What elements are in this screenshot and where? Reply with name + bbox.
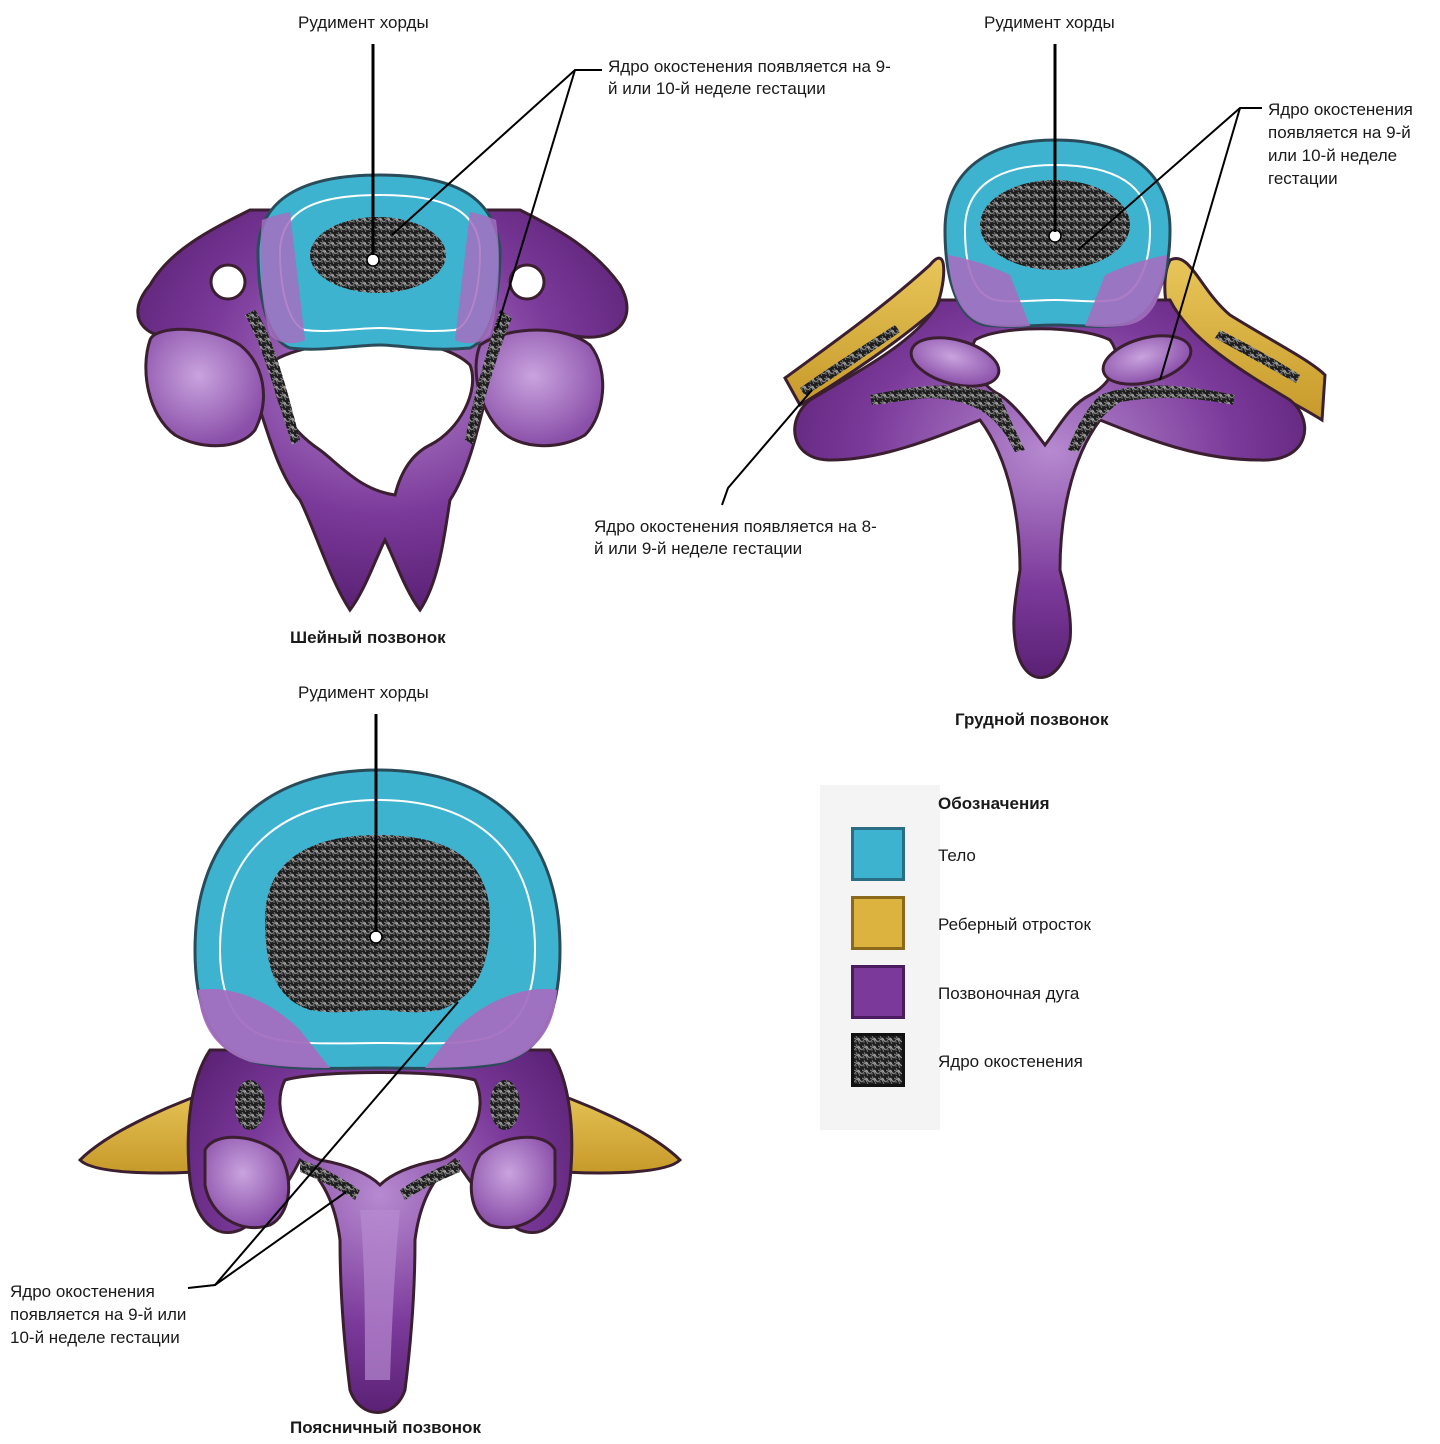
thoracic-notochord-label: Рудимент хорды <box>984 12 1115 34</box>
thoracic-vertebra <box>722 44 1325 678</box>
legend-swatch-ossification <box>851 1033 905 1087</box>
cervical-notochord-dot <box>367 254 379 266</box>
legend-swatch-costal <box>851 896 905 950</box>
cervical-notochord-label: Рудимент хорды <box>298 12 429 34</box>
legend-swatch-body <box>851 827 905 881</box>
lumbar-ossification-label: Ядро окостенения появляется на 9-й или 1… <box>10 1280 190 1349</box>
thoracic-costal-ossification-label: Ядро окостенения появляется на 8-й или 9… <box>594 516 884 560</box>
thoracic-ossification-label: Ядро окостенения появляется на 9-й или 1… <box>1268 98 1440 190</box>
cervical-body-ossification <box>310 217 446 293</box>
ossification-texture-icon <box>854 1036 902 1084</box>
cervical-vertebra <box>138 44 627 610</box>
lumbar-arch-ossification-left <box>235 1080 265 1130</box>
legend-label-arch: Позвоночная дуга <box>938 984 1079 1004</box>
lumbar-notochord-dot <box>370 931 382 943</box>
legend-label-body: Тело <box>938 846 976 866</box>
lumbar-arch-ossification-right <box>490 1080 520 1130</box>
legend-swatch-arch <box>851 965 905 1019</box>
cervical-caption: Шейный позвонок <box>290 628 446 648</box>
legend-label-ossification: Ядро окостенения <box>938 1052 1083 1072</box>
thoracic-caption: Грудной позвонок <box>955 710 1108 730</box>
legend-title: Обозначения <box>938 794 1050 814</box>
legend-label-costal: Реберный отросток <box>938 915 1091 935</box>
lumbar-notochord-label: Рудимент хорды <box>298 682 429 704</box>
lumbar-caption: Поясничный позвонок <box>290 1418 481 1438</box>
cervical-foramen-left <box>211 265 245 299</box>
cervical-ossification-label: Ядро окостенения появляется на 9-й или 1… <box>608 56 898 100</box>
